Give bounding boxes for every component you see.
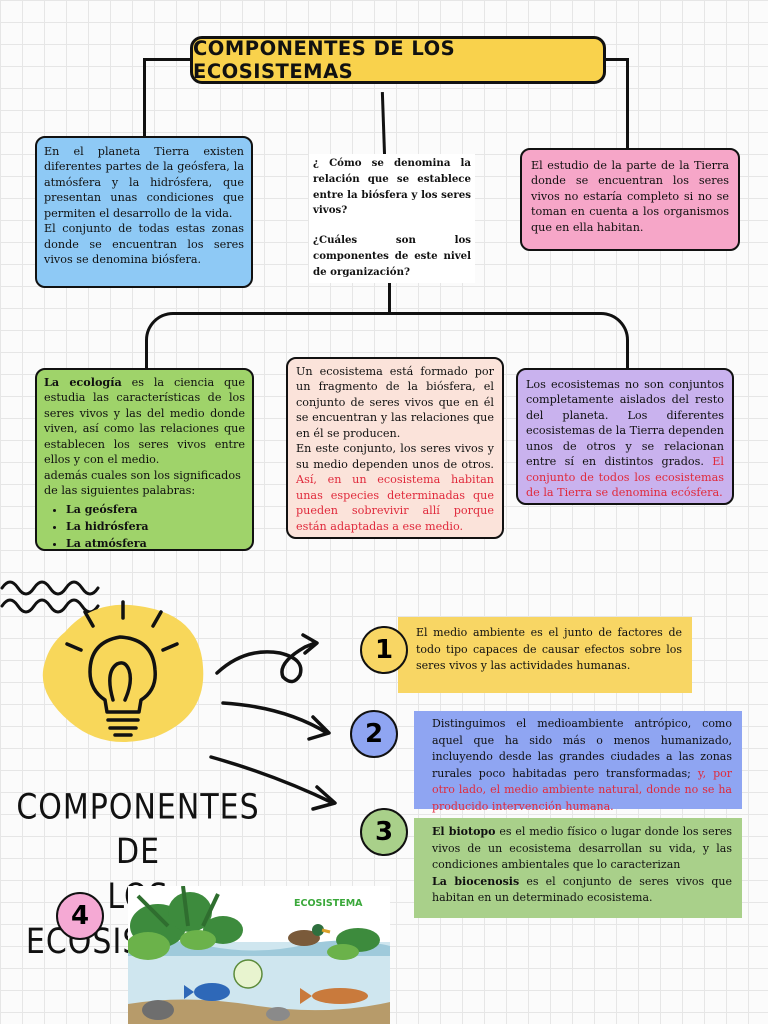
ecologia-definition: La ecología es la ciencia que estudia la…	[44, 375, 245, 468]
fact-card-3: El biotopo es el medio físico o lugar do…	[414, 818, 742, 918]
fact-2-text-red: y, por otro lado, el medio ambiente natu…	[432, 766, 733, 813]
ecologia-text-2: además cuales son los significados de la…	[44, 468, 241, 498]
bracket-line	[145, 312, 629, 372]
number-badge-2: 2	[350, 710, 398, 758]
badge-number: 3	[374, 817, 394, 847]
ecosistema-text-red: Así, en un ecosistema habitan unas espec…	[296, 473, 494, 533]
fact-card-1: El medio ambiente es el junto de factore…	[398, 617, 692, 693]
fact-3-bold-1: El biotopo	[432, 825, 496, 838]
biosfera-text-2: El conjunto de todas estas zonas donde s…	[44, 222, 244, 267]
ecosystem-illustration: ECOSISTEMA	[128, 886, 390, 1024]
connector-line	[380, 91, 387, 159]
page-title-text: COMPONENTES DE LOS ECOSISTEMAS	[193, 37, 456, 83]
list-item: La geósfera	[66, 501, 245, 518]
fact-card-2: Distinguimos el medioambiente antrópico,…	[414, 711, 742, 813]
connector-line	[604, 58, 628, 61]
list-item: La atmósfera	[66, 535, 245, 552]
question-1: ¿ Cómo se denomina la relación que se es…	[313, 157, 471, 217]
center-questions: ¿ Cómo se denomina la relación que se es…	[309, 154, 475, 283]
number-badge-1: 1	[360, 626, 408, 674]
ecosistema-paragraph-2: En este conjunto, los seres vivos y su m…	[296, 441, 494, 534]
ecosistema-box: Un ecosistema está formado por un fragme…	[286, 357, 504, 539]
question-2: ¿Cuáles son los componentes de este nive…	[313, 234, 471, 278]
squiggle-decoration	[0, 580, 100, 614]
fact-3-text-2: es el conjunto de seres vivos que habita…	[432, 874, 732, 905]
biosfera-box: En el planeta Tierra existen diferentes …	[35, 136, 253, 288]
badge-number: 2	[364, 719, 384, 749]
number-badge-3: 3	[360, 808, 408, 856]
fact-2-text: Distinguimos el medioambiente antrópico,…	[432, 717, 732, 780]
arrows-decoration	[209, 633, 337, 811]
fact-3-bold-2: La biocenosis	[432, 874, 520, 888]
fact-3-biotopo: El biotopo es el medio físico o lugar do…	[432, 824, 732, 874]
ecologia-text: es la ciencia que estudia las caracterís…	[44, 376, 245, 467]
ecosistema-text-1: Un ecosistema está formado por un fragme…	[296, 365, 494, 440]
lightbulb-icon	[42, 600, 204, 742]
connector-line	[626, 58, 629, 150]
connector-line	[143, 58, 193, 61]
organismos-box: El estudio de la parte de la Tierra dond…	[520, 148, 740, 251]
ecosfera-text-red: El conjunto de todos los ecosistemas de …	[526, 455, 724, 500]
ecosfera-paragraph: Los ecosistemas no son conjuntos complet…	[526, 377, 724, 501]
connector-line	[143, 58, 146, 138]
ecologia-box: La ecología es la ciencia que estudia la…	[35, 368, 254, 551]
connector-line	[388, 262, 391, 314]
ecologia-bold: La ecología	[44, 375, 122, 389]
biosfera-text-1: En el planeta Tierra existen diferentes …	[44, 145, 244, 220]
word-list: La geósfera La hidrósfera La atmósfera	[44, 501, 245, 552]
page-title: COMPONENTES DE LOS ECOSISTEMAS	[190, 36, 606, 84]
ecosfera-text: Los ecosistemas no son conjuntos complet…	[526, 378, 724, 469]
ecosystem-drawing	[128, 886, 390, 1024]
fact-1-text: El medio ambiente es el junto de factore…	[416, 626, 682, 672]
organismos-text: El estudio de la parte de la Tierra dond…	[531, 159, 729, 234]
ecosystem-label: ECOSISTEMA	[294, 898, 363, 909]
section-title-line-1: COMPONENTES DE	[16, 787, 260, 873]
ecosistema-text-2: En este conjunto, los seres vivos y su m…	[296, 442, 494, 471]
fact-3-biocenosis: La biocenosis es el conjunto de seres vi…	[432, 874, 732, 907]
fact-3-text-1: es el medio físico o lugar donde los ser…	[432, 825, 732, 871]
badge-number: 4	[70, 901, 90, 931]
list-item: La hidrósfera	[66, 518, 245, 535]
number-badge-4: 4	[56, 892, 104, 940]
ecosfera-box: Los ecosistemas no son conjuntos complet…	[516, 368, 734, 505]
badge-number: 1	[374, 635, 394, 665]
